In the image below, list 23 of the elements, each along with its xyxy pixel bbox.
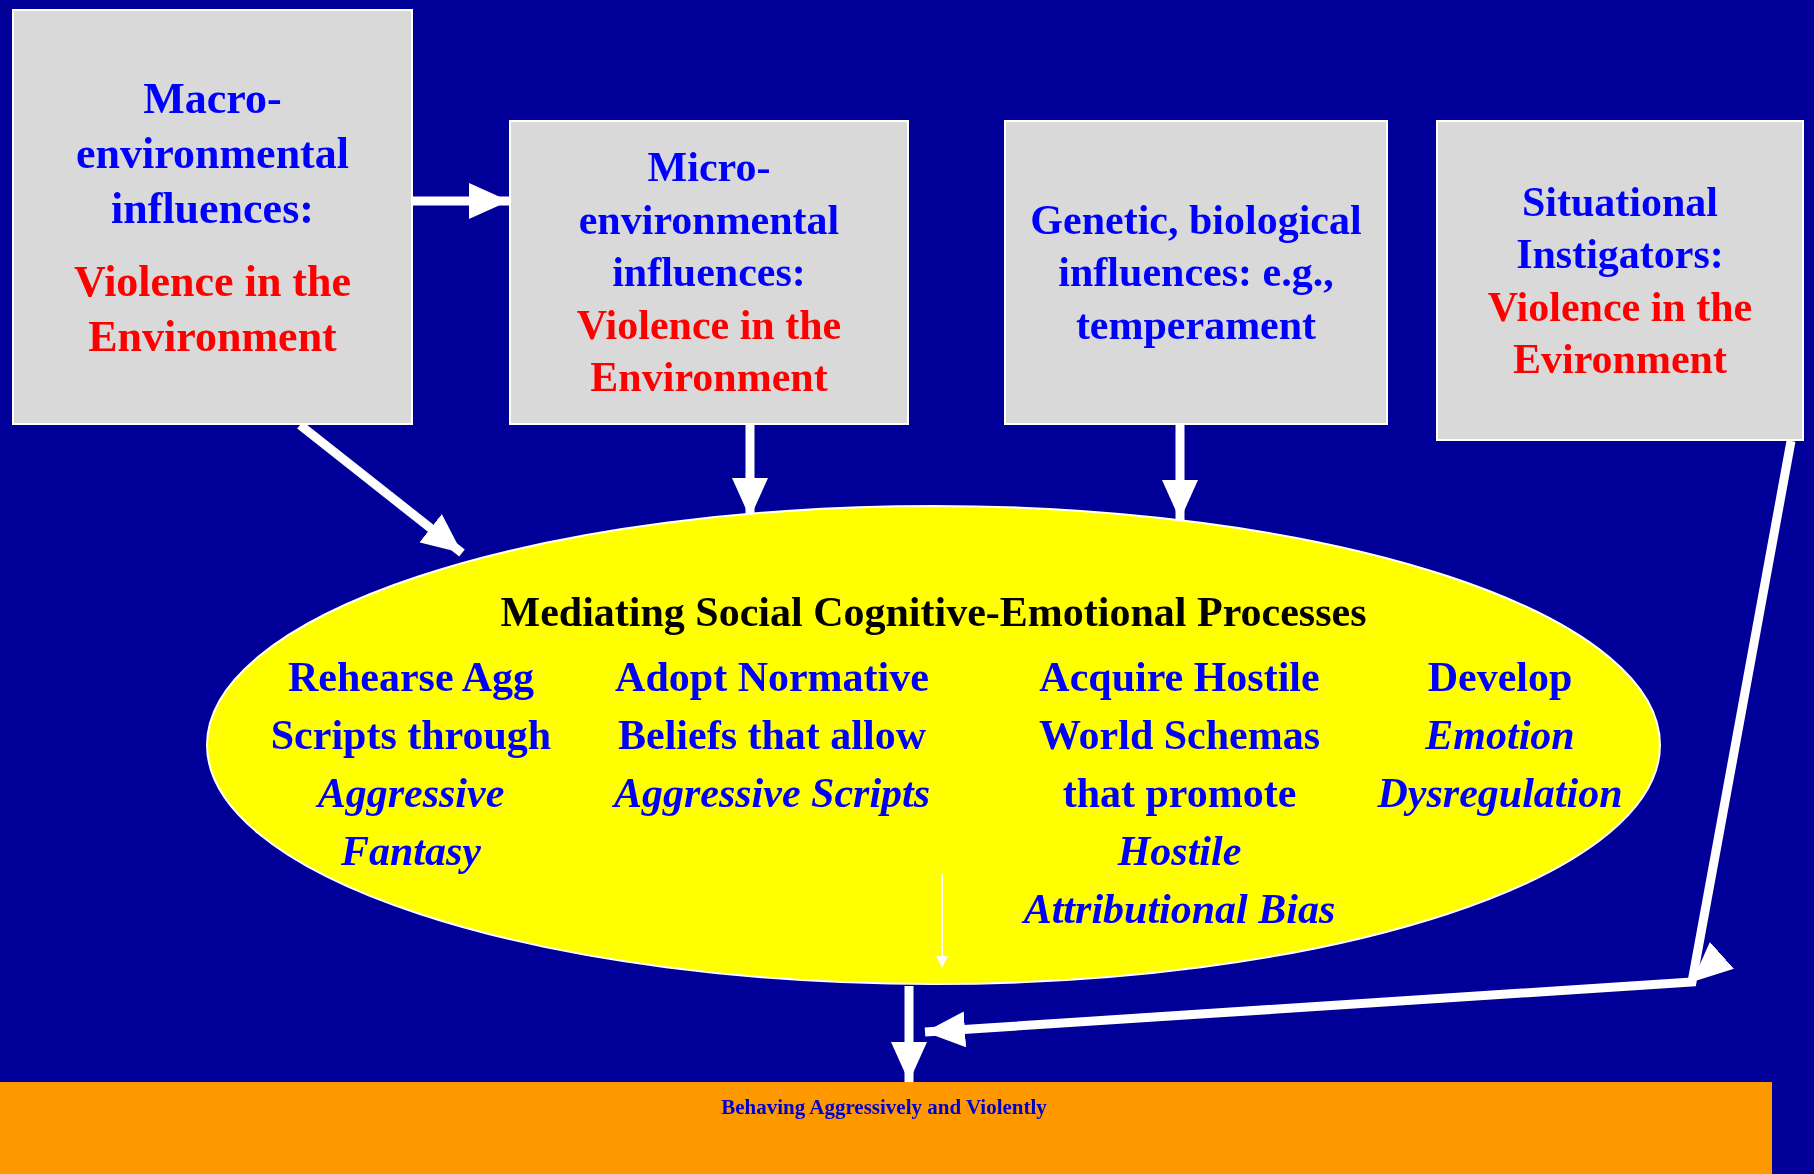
process-text: Adopt Normative Beliefs that allow Aggressive Scripts — [611, 653, 932, 818]
ellipse-heading: Mediating Social Cognitive-Emotional Processes — [499, 588, 1368, 637]
outcome-text: Behaving Aggressively and Violently — [720, 1094, 1048, 1121]
box-heading: Micro-environmental influences: — [577, 143, 841, 298]
box-heading: Situational Instigators: — [1515, 177, 1725, 279]
box-text: Violence in the Environment — [73, 255, 352, 363]
influence-box — [1436, 120, 1804, 441]
influence-box — [1004, 120, 1388, 425]
mediating-ellipse — [205, 504, 1662, 986]
arrow — [1162, 425, 1198, 520]
process-text: Develop Emotion Dysregulation — [1376, 653, 1624, 818]
arrow — [413, 183, 509, 219]
arrow — [924, 440, 1796, 1047]
arrow — [891, 986, 927, 1082]
process-text: Acquire Hostile World Schemas that promote Hostile Attributional Bias — [1020, 653, 1337, 934]
process-text: Rehearse Agg Scripts through Aggressive Fantasy — [269, 653, 553, 876]
box-heading: Macro-environmental influences: — [75, 72, 350, 235]
influence-box — [509, 120, 909, 425]
influence-box — [12, 9, 413, 425]
box-text: Violence in the Environment — [575, 300, 843, 403]
box-text: Violence in the Evironment — [1486, 282, 1754, 384]
outcome-bar — [0, 1082, 1772, 1174]
box-heading: Genetic, biological influences: e.g., temperament — [1029, 195, 1363, 350]
